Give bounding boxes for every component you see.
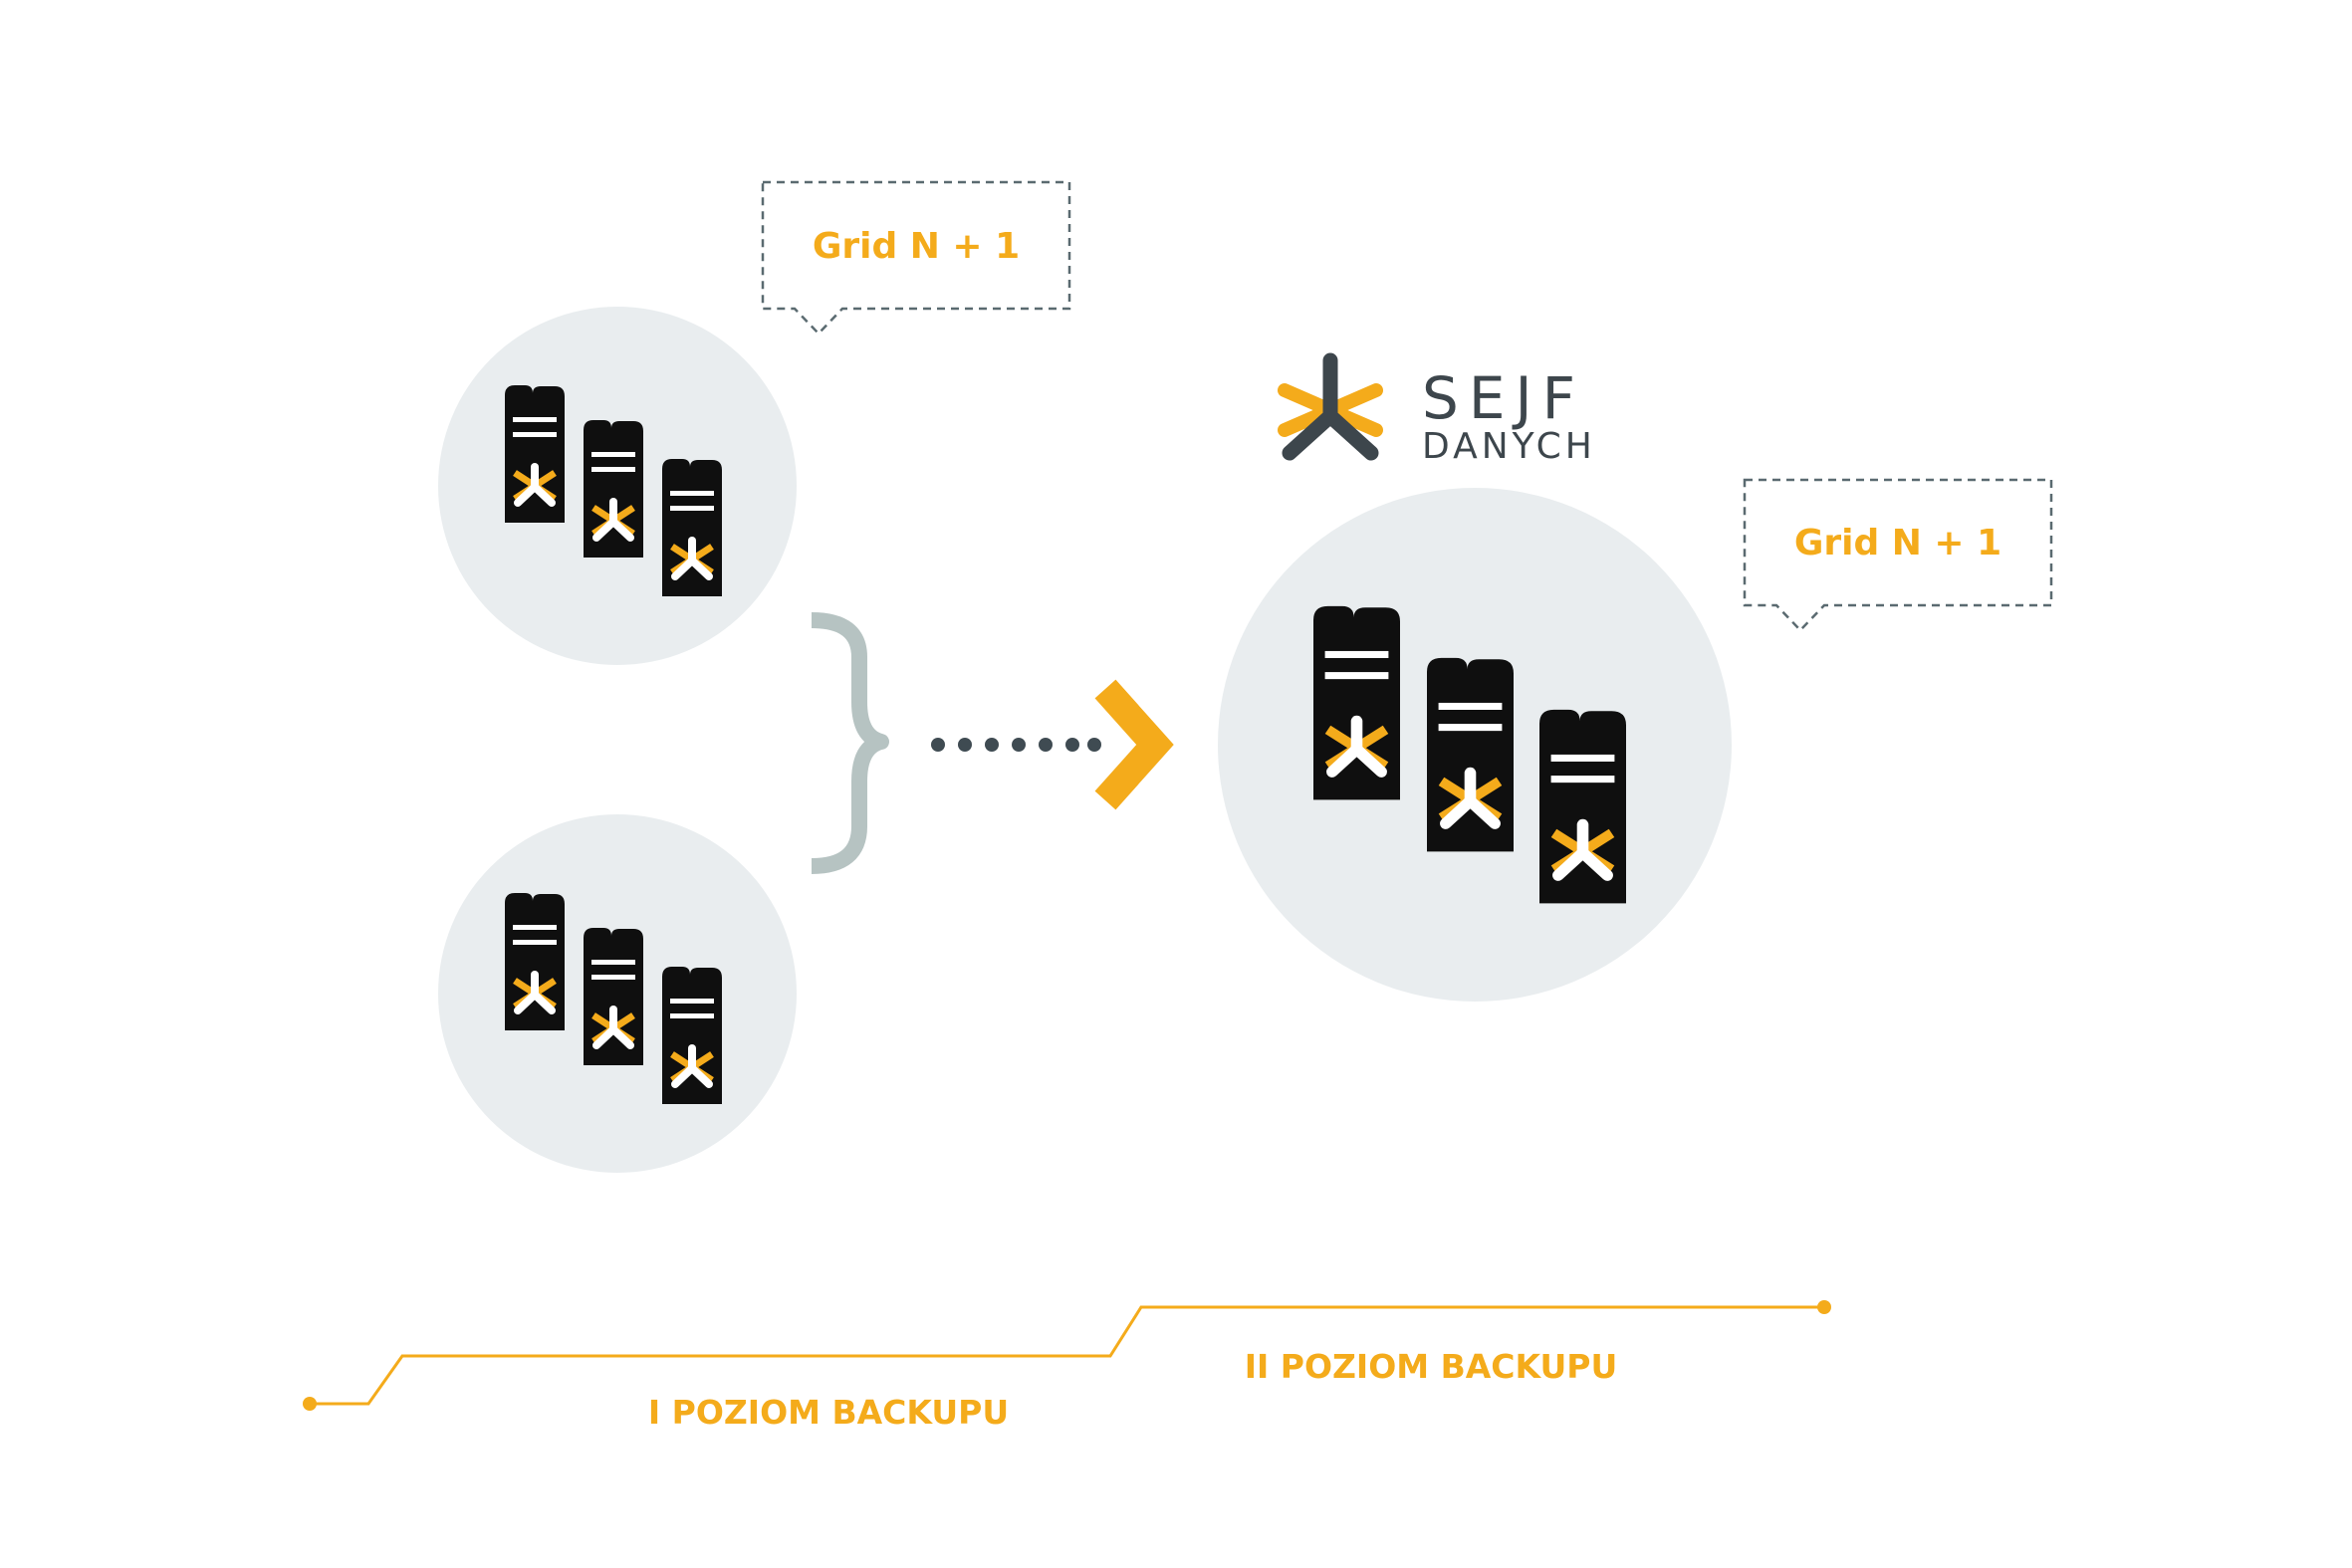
server-icon	[1313, 606, 1400, 800]
callout-border	[1743, 478, 2053, 632]
server-icon	[505, 385, 565, 523]
sejf-logo-icon	[1278, 352, 1383, 461]
logo-line-2: DANYCH	[1422, 426, 1596, 467]
server-icon	[1539, 710, 1626, 904]
timeline-line	[310, 1305, 1824, 1406]
grid-callout-1: Grid N + 1	[761, 180, 1071, 336]
level-2-label: II POZIOM BACKUPU	[1245, 1347, 1618, 1386]
server-icon	[662, 459, 722, 596]
server-icon	[505, 893, 565, 1030]
logo-line-1: SEJF	[1422, 364, 1585, 432]
callout-label: Grid N + 1	[1794, 523, 2001, 563]
server-icon	[662, 967, 722, 1104]
callout-label: Grid N + 1	[813, 226, 1020, 267]
dotted-connector	[931, 738, 1101, 752]
source-server-group-1	[438, 307, 797, 665]
callout-border	[761, 180, 1071, 336]
server-icon	[1427, 658, 1514, 852]
sejf-danych-logo: SEJF DANYCH	[1278, 352, 1596, 467]
backup-vault-group	[1218, 488, 1732, 1002]
source-server-group-2	[438, 814, 797, 1173]
backup-level-timeline: I POZIOM BACKUPU II POZIOM BACKUPU	[303, 1300, 1831, 1432]
server-icon	[584, 928, 643, 1065]
grid-callout-2: Grid N + 1	[1743, 478, 2053, 632]
timeline-end-dot	[1817, 1300, 1831, 1314]
brace-icon	[811, 612, 889, 874]
server-icon	[584, 420, 643, 558]
level-1-label: I POZIOM BACKUPU	[648, 1393, 1009, 1432]
chevron-right-icon	[1094, 679, 1174, 810]
